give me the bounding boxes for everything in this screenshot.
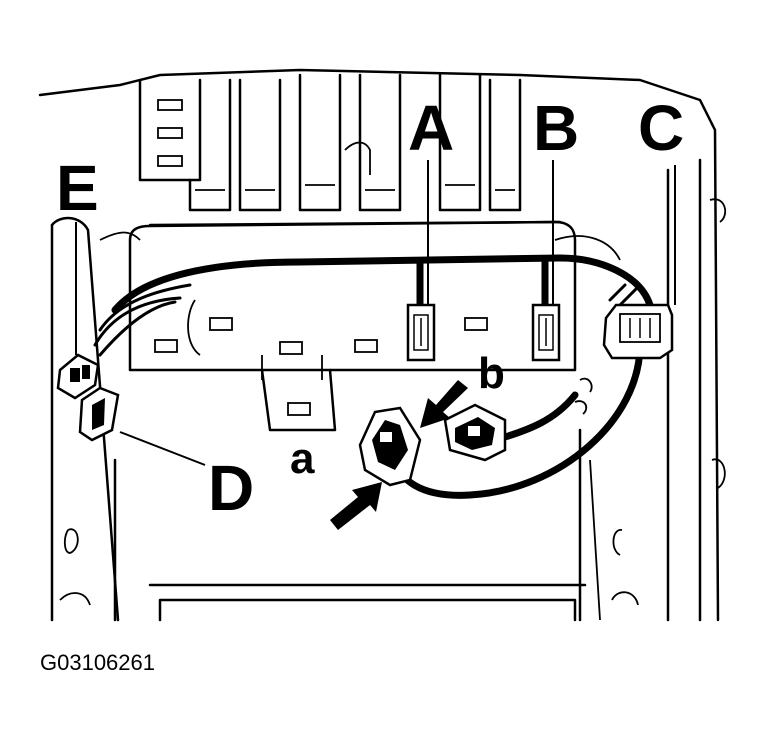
- callout-label-c: C: [638, 92, 684, 164]
- connector-b: [531, 303, 561, 362]
- figure-id: G03106261: [40, 650, 155, 675]
- arrow-a: [330, 482, 382, 530]
- callout-label-d: D: [208, 452, 254, 524]
- connector-a: [406, 303, 436, 362]
- connector-d: [78, 386, 120, 442]
- callout-label-small-b: b: [478, 349, 505, 398]
- callout-label-b: B: [533, 92, 579, 164]
- arrow-b: [420, 380, 468, 428]
- callout-label-a: A: [408, 92, 454, 164]
- connector-c: [602, 303, 674, 360]
- leader-lines: [75, 160, 676, 466]
- connector-e: [56, 353, 100, 400]
- callout-label-e: E: [56, 152, 99, 224]
- seat-springs: [138, 73, 562, 227]
- callout-label-small-a: a: [290, 434, 315, 483]
- seat-frame: [38, 68, 720, 622]
- seat-bracket-panel: [128, 220, 577, 432]
- airbag-connector-disconnected: [358, 406, 422, 487]
- side-clips: [59, 198, 727, 606]
- airbag-connector-mating: [443, 403, 507, 462]
